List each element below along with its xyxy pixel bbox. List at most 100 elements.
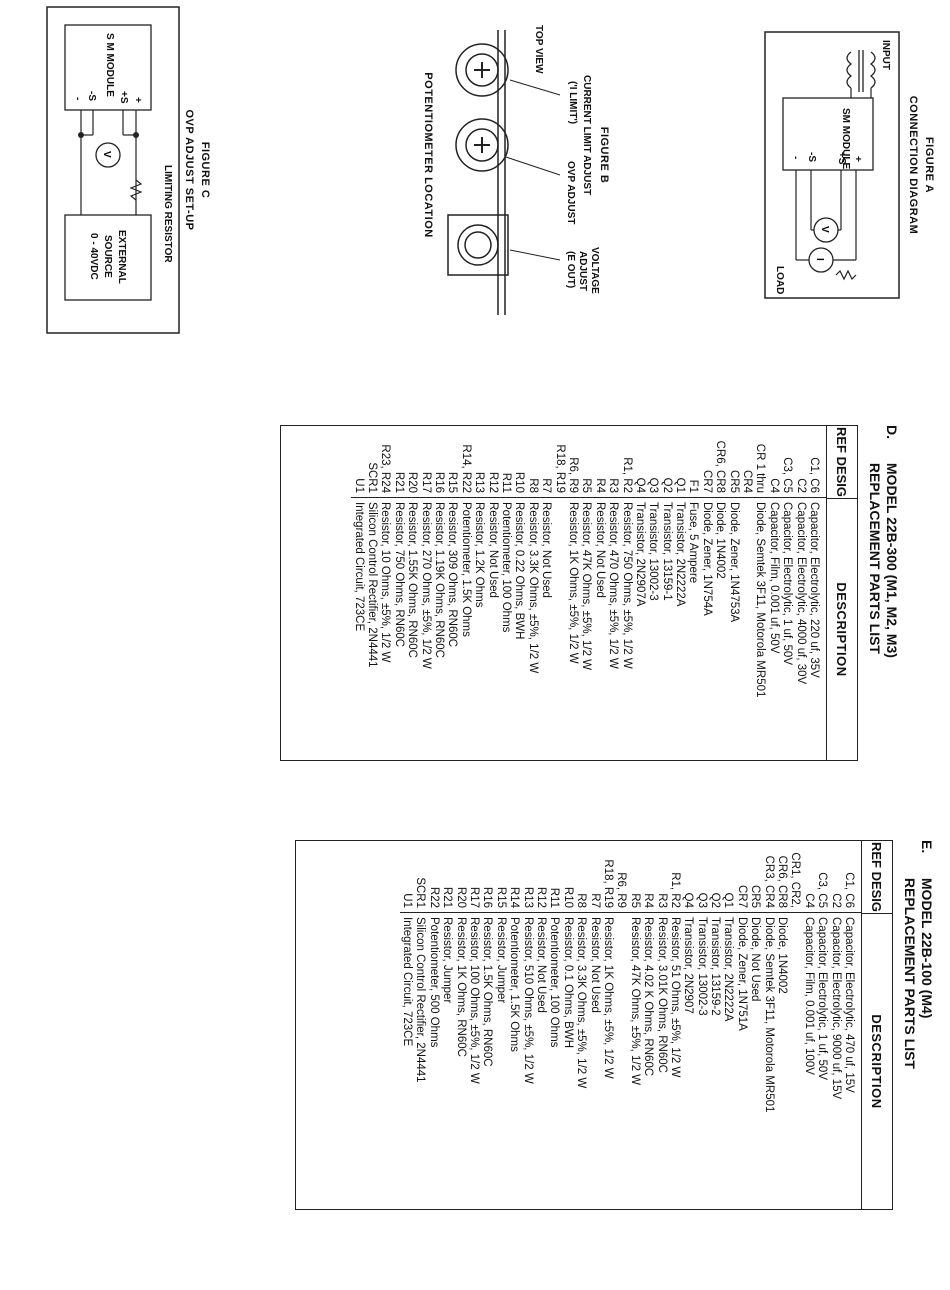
description-cell: Transistor, 2N2222A: [722, 917, 735, 1022]
table-d-col-desc: DESCRIPTION: [834, 582, 850, 677]
current-limit-label: CURRENT LIMIT ADJUST: [581, 75, 592, 196]
description-cell: Transistor, 13002-3: [647, 502, 660, 601]
ref-cell: CR1, CR2,: [789, 852, 802, 908]
table-e-title: E. MODEL 22B-100 (M4) REPLACEMENT PARTS …: [901, 840, 935, 1290]
table-d-title-line2: REPLACEMENT PARTS LIST: [867, 462, 883, 654]
ref-cell: R8: [575, 893, 588, 908]
ref-cell: CR5: [749, 884, 762, 908]
ref-cell: CR6, CR8: [714, 440, 727, 493]
ref-cell: R4: [593, 478, 606, 493]
table-d-col-ref: REF DESIG: [827, 426, 857, 499]
ref-cell: R21: [392, 471, 405, 493]
ref-cell: R18, R19: [601, 859, 614, 908]
description-cell: Resistor, Jumper: [494, 917, 507, 1004]
description-cell: Resistor, Not Used: [593, 502, 606, 598]
figure-c: FIGURE C OVP ADJUST SET-UP V LIMITING RE…: [45, 5, 211, 335]
description-cell: Integrated Circuit, 723CE: [401, 917, 414, 1047]
description-cell: Transistor, 13159-1: [660, 502, 673, 601]
description-cell: [788, 917, 801, 1209]
description-cell: Capacitor, Electrolytic, 470 uf, 15V: [843, 917, 855, 1093]
limiting-resistor-label: LIMITING RESISTOR: [162, 165, 173, 263]
description-cell: Resistor, 47K Ohms, ±5%, 1/2 W: [628, 917, 641, 1086]
description-cell: Resistor, Jumper: [441, 917, 454, 1004]
table-e-title-line2: REPLACEMENT PARTS LIST: [902, 877, 918, 1069]
ref-cell: CR5: [727, 469, 740, 493]
ref-cell: U1: [352, 478, 365, 493]
terminal-plus-s-c: +S: [118, 91, 129, 104]
ref-cell: C1, C6: [808, 457, 820, 493]
ref-cell: R18, R19: [553, 444, 566, 493]
description-cell: Potentiometer, 100 Ohms: [548, 917, 561, 1048]
description-cell: Resistor, 1.55K Ohms, RN60C: [406, 502, 419, 658]
description-cell: Resistor, 1K Ohms, RN60C: [454, 917, 467, 1057]
ref-cell: C1, C6: [843, 872, 855, 908]
external-source-label-1: EXTERNAL: [116, 230, 127, 284]
svg-text:V: V: [819, 226, 830, 233]
external-source-label-2: SOURCE: [102, 235, 113, 278]
description-cell: Diode, Zener, 1N4753A: [727, 502, 740, 623]
ref-cell: R1, R2: [620, 457, 633, 493]
ref-cell: R11: [500, 472, 513, 493]
ref-cell: R14, R22: [459, 444, 472, 493]
ref-cell: Q4: [682, 892, 695, 908]
ref-cell: R17: [419, 471, 432, 493]
ref-cell: R8: [526, 478, 539, 493]
ref-cell: R12: [535, 886, 548, 908]
ref-cell: R7: [540, 478, 553, 493]
connection-diagram: V I: [764, 31, 900, 299]
table-e-col-desc: DESCRIPTION: [869, 1014, 885, 1109]
description-cell: Silicon Control Rectifier, 2N4441: [366, 502, 379, 668]
top-view-label: TOP VIEW: [533, 25, 544, 74]
description-cell: Resistor, 1.5K Ohms, RN60C: [481, 917, 494, 1067]
description-cell: Diode, 1N4002: [714, 502, 727, 579]
description-cell: Resistor, 51 Ohms, ±5%, 1/2 W: [668, 917, 681, 1078]
potentiometer-diagram: [447, 30, 561, 315]
description-cell: Capacitor, Electrolytic, 4000 uf, 30V: [794, 502, 807, 685]
voltage-adjust-label-1: VOLTAGE: [589, 247, 600, 294]
ref-cell: CR4: [741, 469, 754, 493]
ref-cell: R10: [561, 886, 574, 908]
table-d-title-line1: MODEL 22B-300 (M1, M2, M3): [884, 462, 900, 658]
ref-cell: R22: [427, 886, 440, 908]
ref-cell: R13: [473, 471, 486, 493]
description-cell: Potentiometer, 1.5K Ohms: [508, 917, 521, 1052]
ref-cell: SCR1: [366, 462, 379, 493]
description-cell: Transistor, 2N2907A: [633, 502, 646, 607]
description-cell: Diode, Semtek 3F11, Motorola MR501: [762, 917, 775, 1113]
ref-cell: F1: [687, 479, 700, 493]
ref-cell: R16: [481, 886, 494, 908]
external-source-label-3: 0 - 40VDC: [88, 233, 99, 280]
svg-text:V: V: [101, 151, 112, 158]
description-cell: Resistor, 750 Ohms, ±5%, 1/2 W: [620, 502, 633, 669]
terminal-minus-c: -: [72, 97, 83, 101]
description-cell: Resistor, 1K Ohms, ±5%, 1/2 W: [601, 917, 614, 1079]
table-e-desc-column: Capacitor, Electrolytic, 470 uf, 15V Capa…: [400, 913, 861, 1209]
description-cell: Transistor, 2N2907: [682, 917, 695, 1014]
figure-c-caption: FIGURE C: [199, 141, 211, 199]
ref-cell: U1: [401, 893, 414, 908]
ref-cell: R15: [446, 471, 459, 493]
ref-cell: C2: [794, 478, 807, 493]
ref-cell: R20: [454, 886, 467, 908]
ref-cell: Q1: [722, 892, 735, 908]
figure-b-subtitle: POTENTIOMETER LOCATION: [422, 72, 434, 238]
description-cell: Resistor, 0.1 Ohms, BWH: [561, 917, 574, 1049]
description-cell: Resistor, 4.02 K Ohms, RN60C: [642, 917, 655, 1077]
description-cell: Capacitor, Electrolytic, 1 uf, 50V: [816, 917, 829, 1080]
table-e-title-line1: MODEL 22B-100 (M4): [919, 877, 935, 1019]
ref-cell: R20: [406, 471, 419, 493]
description-cell: Resistor, 3.01K Ohms, RN60C: [655, 917, 668, 1073]
description-cell: Transistor, 13159-2: [709, 917, 722, 1016]
description-cell: Resistor, 3.3K Ohms, ±5%, 1/2 W: [526, 502, 539, 674]
terminal-minus: -: [790, 156, 801, 160]
figure-b: FIGURE B TOP VIEW CURRENT LIMIT ADJUST (…: [410, 0, 610, 325]
description-cell: Diode, Zener, 1N754A: [700, 502, 713, 616]
table-d-title: D. MODEL 22B-300 (M1, M2, M3) REPLACEMEN…: [866, 425, 900, 905]
ref-cell: R21: [441, 886, 454, 908]
description-cell: Potentiometer, 500 Ohms: [427, 917, 440, 1048]
ref-cell: R10: [513, 471, 526, 493]
description-cell: Resistor, 1K Ohms, ±5%, 1/2 W: [566, 502, 579, 664]
ref-cell: C3, C5: [816, 872, 829, 908]
